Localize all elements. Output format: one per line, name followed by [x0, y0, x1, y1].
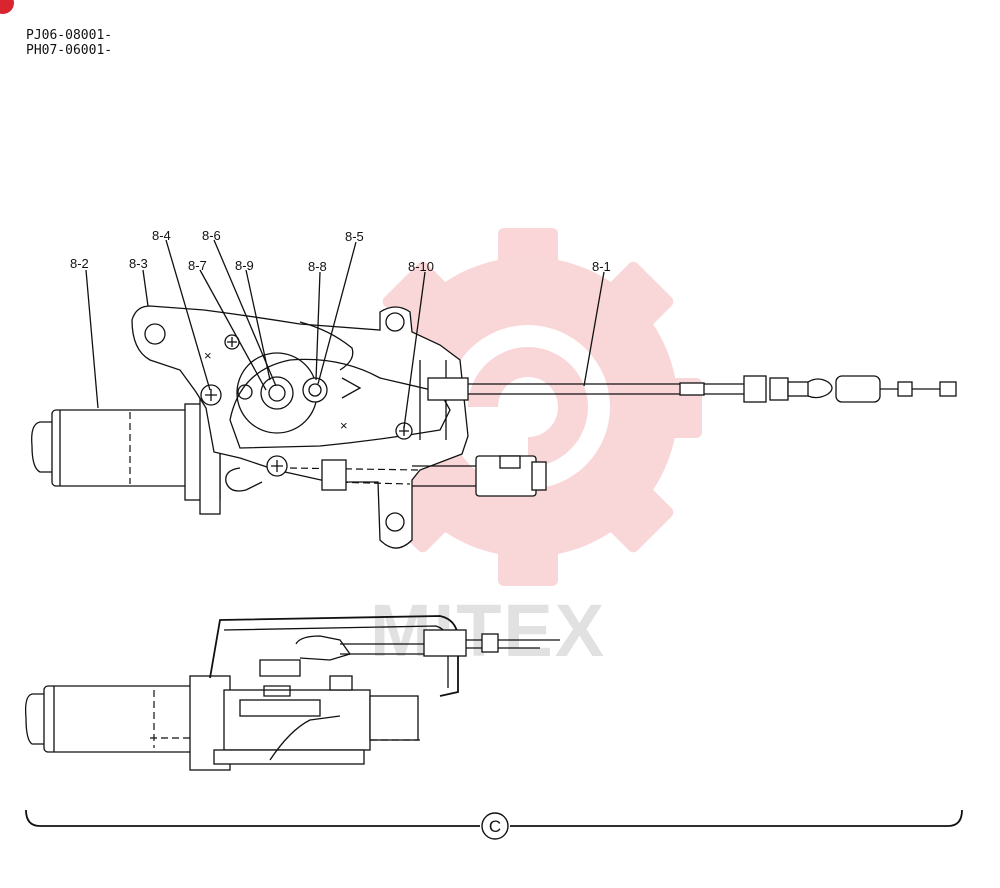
callout-leaders — [85, 239, 605, 429]
screw-lower — [266, 455, 288, 477]
callout-8-9: 8-9 — [235, 258, 254, 273]
callout-8-6: 8-6 — [202, 228, 221, 243]
harness-connector — [412, 455, 547, 497]
callout-8-5: 8-5 — [345, 229, 364, 244]
svg-text:C: C — [489, 817, 501, 836]
gear-shaft-8-8 — [302, 377, 328, 403]
serial-range-2: PH07-06001- — [26, 43, 113, 58]
watermark-text: MITEX — [370, 589, 606, 672]
serial-range-1: PJ06-08001- — [26, 28, 113, 43]
cable-side-view — [340, 629, 560, 657]
callout-8-4: 8-4 — [152, 228, 171, 243]
control-cable — [341, 375, 957, 403]
section-marker: C — [481, 812, 509, 840]
callout-8-10: 8-10 — [408, 259, 434, 274]
callout-8-3: 8-3 — [129, 256, 148, 271]
svg-text:×: × — [340, 418, 348, 433]
motor-side-view — [24, 675, 231, 771]
spring-clip — [225, 467, 263, 492]
screw-8-4 — [200, 384, 222, 406]
callout-8-1: 8-1 — [592, 259, 611, 274]
group-brace — [25, 809, 963, 827]
callout-8-7: 8-7 — [188, 258, 207, 273]
corner-badge — [0, 0, 14, 14]
bracket-plate: × × — [131, 305, 469, 549]
callout-8-8: 8-8 — [308, 259, 327, 274]
callout-8-2: 8-2 — [70, 256, 89, 271]
svg-text:×: × — [204, 348, 212, 363]
screw-8-10 — [395, 422, 413, 440]
